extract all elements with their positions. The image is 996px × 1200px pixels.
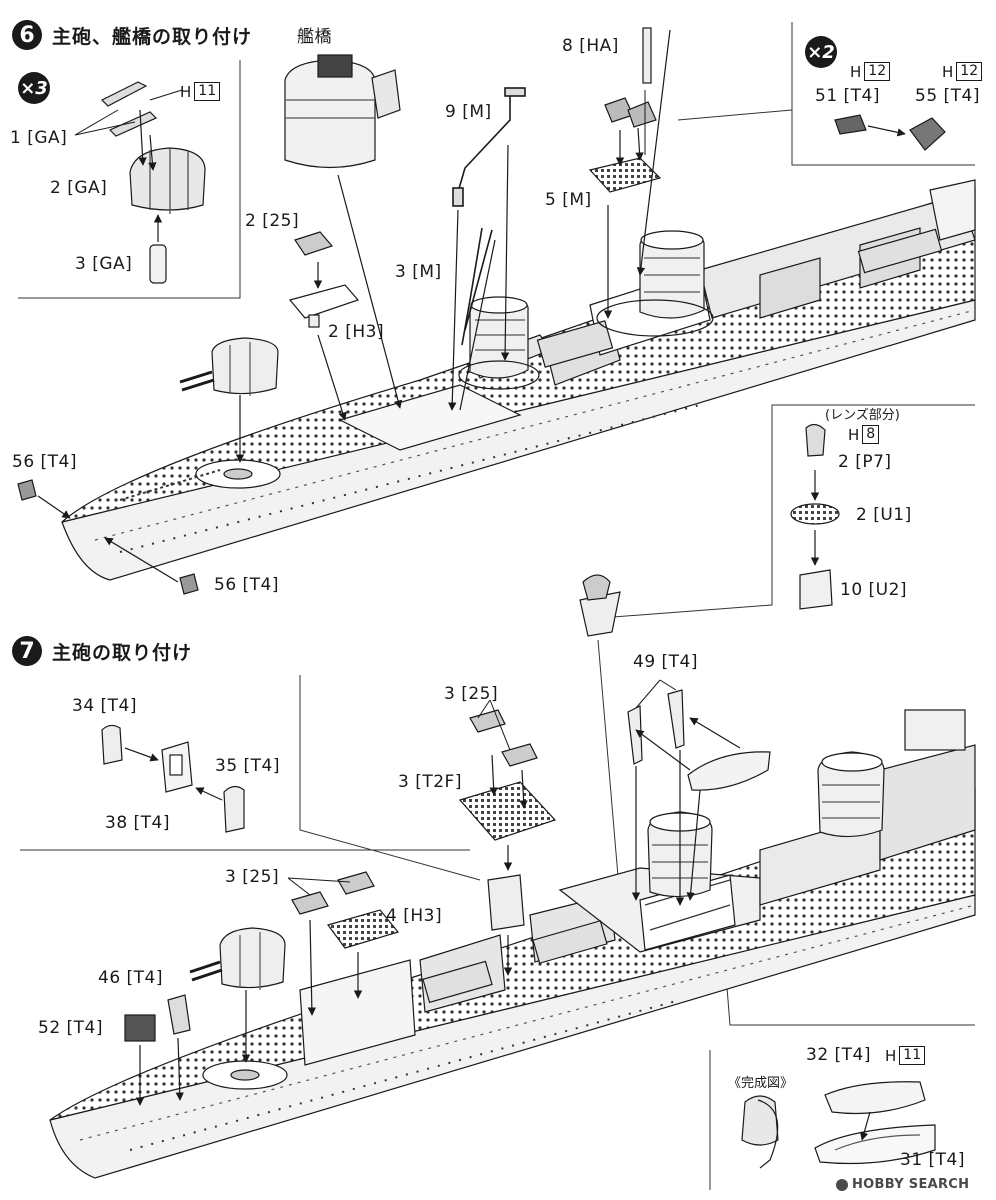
step6-part-2-u1: 2 [U1]	[856, 505, 912, 525]
step6-part-2-25: 2 [25]	[245, 211, 300, 231]
step6-h8-ref-h: H	[848, 425, 860, 444]
step7-complete-view-label: 《完成図》	[728, 1076, 794, 1091]
step7-part-38-t4: 38 [T4]	[105, 813, 171, 833]
step6-title: 主砲、艦橋の取り付け	[52, 26, 253, 48]
step6-davit-multiplier-badge: ×2	[805, 36, 837, 68]
step6-turret-exploded	[100, 81, 206, 284]
step7-turret	[189, 927, 286, 990]
step6-part-56-t4-a: 56 [T4]	[12, 452, 78, 472]
step6-h12-ref-b-n: 12	[956, 62, 983, 81]
step7-part-31-t4: 31 [T4]	[900, 1150, 966, 1170]
step7-part-3-25-b: 3 [25]	[225, 867, 280, 887]
step6-part-2-h3: 2 [H3]	[328, 322, 385, 342]
step6-part-8-ha: 8 [HA]	[562, 36, 619, 56]
step6-part-10-u2: 10 [U2]	[840, 580, 908, 600]
step7-hull	[49, 709, 976, 1179]
step6-part-2-p7: 2 [P7]	[838, 452, 892, 472]
watermark-text: HOBBY SEARCH	[852, 1177, 970, 1192]
step7-part-52-t4: 52 [T4]	[38, 1018, 104, 1038]
step7-part-35-t4: 35 [T4]	[215, 756, 281, 776]
step6-number-badge: 6	[12, 20, 42, 50]
step6-part-56-t4-b: 56 [T4]	[214, 575, 280, 595]
step6-subframe-davit	[791, 22, 975, 166]
step6-h8-ref-n: 8	[862, 425, 880, 444]
step6-turret	[179, 337, 279, 396]
step6-subframe-searchlight	[599, 404, 975, 619]
step7-part-3-25-a: 3 [25]	[444, 684, 499, 704]
step7-h11-ref-h: H	[885, 1046, 897, 1065]
step6-hull	[61, 179, 976, 581]
step6-subframe-turret	[18, 60, 241, 299]
watermark-logo-icon	[836, 1178, 848, 1191]
step6-h12-ref-b-h: H	[942, 62, 954, 81]
step7-title: 主砲の取り付け	[52, 642, 193, 664]
step7-part-46-t4: 46 [T4]	[98, 968, 164, 988]
step6-part-3-m: 3 [M]	[395, 262, 442, 282]
step7-part-34-t4: 34 [T4]	[72, 696, 138, 716]
step6-part-5-m: 5 [M]	[545, 190, 592, 210]
step7-part-4-h3: 4 [H3]	[386, 906, 443, 926]
hobby-search-watermark: HOBBY SEARCH	[836, 1177, 969, 1192]
step7-subframe-crane	[299, 675, 481, 881]
step6-part-1-ga: 1 [GA]	[10, 128, 68, 148]
step6-h12-ref-a-h: H	[850, 62, 862, 81]
step6-h11-ref-n: 11	[194, 82, 221, 101]
step6-lens-note: (レンズ部分)	[825, 408, 900, 423]
step6-part-3-ga: 3 [GA]	[75, 254, 133, 274]
step7-number-badge: 7	[12, 636, 42, 666]
step7-h11-ref-n: 11	[899, 1046, 926, 1065]
step7-part-49-t4: 49 [T4]	[633, 652, 699, 672]
step6-part-9-m: 9 [M]	[445, 102, 492, 122]
step6-bridge	[284, 54, 401, 169]
step7-part-3-t2f: 3 [T2F]	[398, 772, 462, 792]
step6-bridge-label: 艦橋	[297, 27, 332, 47]
step6-part-2-ga: 2 [GA]	[50, 178, 108, 198]
step7-part-32-t4: 32 [T4]	[806, 1045, 872, 1065]
step6-part-51-t4: 51 [T4]	[815, 86, 881, 106]
step6-h12-ref-a-n: 12	[864, 62, 891, 81]
step6-h11-ref-h: H	[180, 82, 192, 101]
step6-turret-multiplier-badge: ×3	[18, 72, 50, 104]
step6-part-55-t4: 55 [T4]	[915, 86, 981, 106]
